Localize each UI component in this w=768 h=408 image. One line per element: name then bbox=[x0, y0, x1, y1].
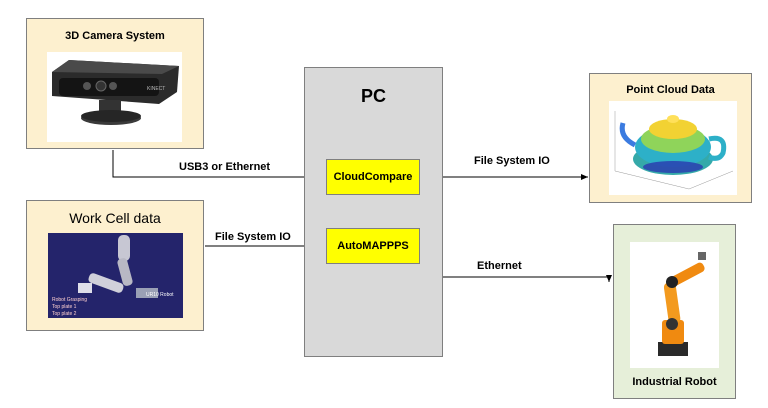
automappps-module: AutoMAPPPS bbox=[326, 228, 420, 264]
camera-image: KINECT bbox=[47, 52, 182, 142]
svg-text:UR10 Robot: UR10 Robot bbox=[146, 292, 174, 298]
pointcloud-image bbox=[609, 101, 737, 195]
workcell-box: Work Cell data UR10 Robot Robot Grasping… bbox=[26, 200, 204, 331]
camera-system-box: 3D Camera System KINECT bbox=[26, 18, 204, 149]
kinect-camera-icon: KINECT bbox=[52, 60, 179, 125]
pc-title: PC bbox=[360, 86, 386, 106]
svg-text:Top plate 2: Top plate 2 bbox=[52, 311, 77, 317]
edge-camera-to-cloudcompare bbox=[112, 150, 330, 180]
robot-box: Industrial Robot bbox=[613, 224, 736, 399]
edge-label-ethernet: Ethernet bbox=[477, 260, 522, 272]
pc-box: PC bbox=[304, 67, 443, 357]
svg-text:Robot Grasping: Robot Grasping bbox=[52, 297, 87, 303]
edge-label-pointcloud-filesystem: File System IO bbox=[474, 155, 550, 167]
pointcloud-box: Point Cloud Data bbox=[589, 73, 752, 203]
pointcloud-title: Point Cloud Data bbox=[626, 84, 715, 96]
workcell-image: UR10 Robot Robot Grasping Top plate 1 To… bbox=[48, 233, 183, 318]
edge-label-usb3-ethernet: USB3 or Ethernet bbox=[179, 161, 271, 173]
robot-image bbox=[630, 242, 719, 368]
robot-title: Industrial Robot bbox=[632, 376, 717, 388]
ur10-robot-icon: UR10 Robot Robot Grasping Top plate 1 To… bbox=[48, 233, 183, 318]
edge-label-workcell-filesystem: File System IO bbox=[215, 231, 291, 243]
cloudcompare-module: CloudCompare bbox=[326, 159, 420, 195]
kuka-robot-icon bbox=[658, 252, 706, 356]
workcell-title: Work Cell data bbox=[69, 210, 161, 226]
camera-system-title: 3D Camera System bbox=[65, 30, 165, 42]
teapot-pointcloud-icon bbox=[614, 111, 734, 190]
svg-text:Top plate 1: Top plate 1 bbox=[52, 304, 77, 310]
svg-text:KINECT: KINECT bbox=[147, 86, 165, 92]
